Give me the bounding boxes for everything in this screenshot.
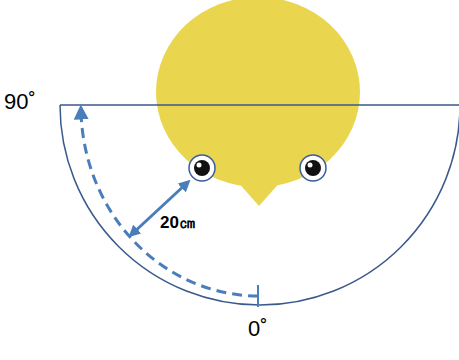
angle-label: 0˚	[248, 318, 268, 340]
zero-tick	[257, 285, 259, 307]
right-eye	[300, 155, 326, 181]
range-semicircle	[60, 105, 459, 305]
angle-label: 90˚	[4, 91, 36, 113]
left-eye	[189, 155, 215, 181]
distance-label: 20㎝	[160, 214, 196, 231]
beak	[236, 180, 282, 206]
angle-arc-arrow	[81, 112, 258, 296]
head	[156, 0, 360, 187]
